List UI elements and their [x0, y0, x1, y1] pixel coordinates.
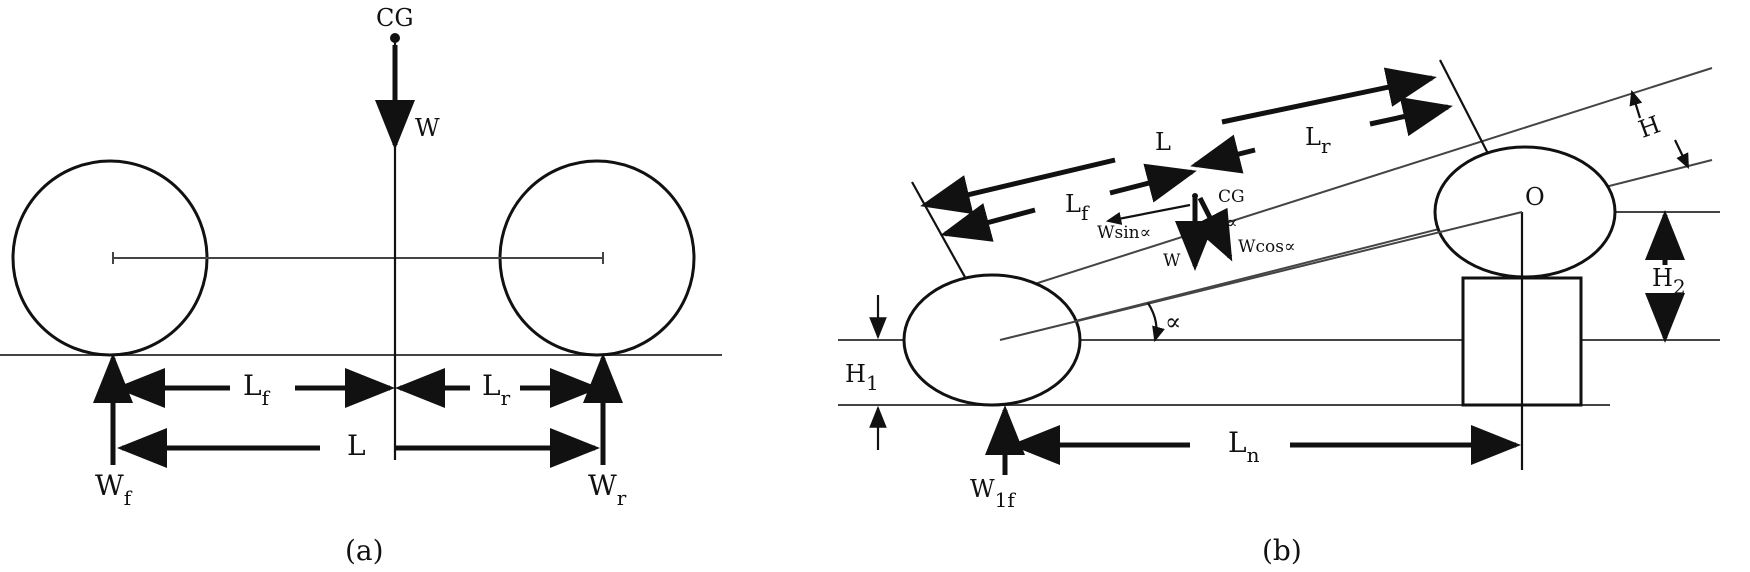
cg-point-a: [390, 33, 400, 43]
weight-label-b: W: [1163, 251, 1181, 271]
caption-b: (b): [1262, 534, 1302, 567]
rear-reaction-label: Wr: [588, 469, 627, 510]
wsin-force-arrow: [1105, 203, 1191, 225]
ln-label: Ln: [1228, 426, 1260, 467]
lf-dimension-left-b: [940, 203, 1036, 242]
l-label-a: L: [347, 429, 366, 462]
lf-label-b: Lf: [1065, 190, 1090, 225]
front-wheel-b: [902, 273, 1082, 407]
inclined-body-line-lower-overlay: [999, 211, 1523, 341]
h1-label: H1: [845, 360, 879, 395]
lf-dimension-right-b: [1109, 163, 1197, 203]
cg-point-b: [1192, 193, 1198, 199]
lr-label-a: Lr: [482, 369, 511, 410]
cg-label-a: CG: [376, 4, 414, 32]
front-reaction-label: Wf: [95, 469, 133, 510]
h-dimension-top: [1629, 89, 1643, 119]
lr-label-b: Lr: [1305, 123, 1331, 158]
pivot-o-label: O: [1525, 183, 1545, 211]
h2-label: H2: [1652, 264, 1686, 299]
lr-dimension-left-b: [1190, 134, 1256, 174]
alpha-small-label: ∝: [1226, 213, 1238, 233]
lr-dimension-right-b: [1369, 97, 1453, 137]
panel-a: CG W Wf Wr Lf Lr L (a): [0, 4, 722, 567]
caption-a: (a): [345, 534, 384, 567]
cg-label-b: CG: [1218, 187, 1245, 207]
h-label: H: [1635, 110, 1664, 143]
alpha-label: ∝: [1165, 308, 1181, 336]
rear-wheel-b: [1433, 145, 1617, 279]
front-reaction-label-b: W1f: [970, 475, 1016, 512]
l-dimension-b-right: [1221, 67, 1437, 125]
inclined-body-line-upper: [999, 67, 1713, 296]
wcos-force-arrow: [1191, 196, 1233, 262]
inclination-angle-arc: [1147, 302, 1165, 343]
l-dimension-b-left: [920, 157, 1116, 215]
lf-label-a: Lf: [243, 369, 271, 410]
h-dimension-bottom: [1674, 139, 1689, 169]
wsin-label: Wsin∝: [1097, 223, 1151, 243]
l-label-b: L: [1155, 128, 1171, 156]
wcos-label: Wcos∝: [1238, 237, 1295, 257]
weight-label-a: W: [415, 114, 440, 142]
panel-b: L Lr Lf CG ∝ Wsin∝ W Wcos∝ ∝ H O H2: [838, 59, 1720, 567]
